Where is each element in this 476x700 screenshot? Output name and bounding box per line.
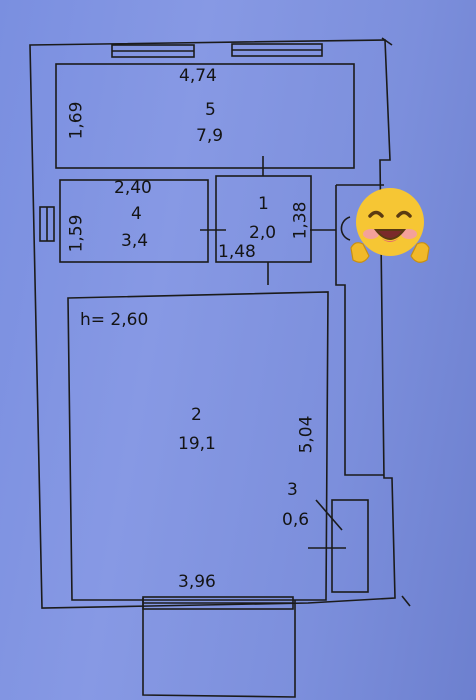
- room3-number: 3: [287, 480, 298, 500]
- room5-height-label: 1,69: [66, 101, 87, 140]
- ceiling-height-label: h= 2,60: [80, 310, 149, 330]
- room-2: [67, 291, 329, 601]
- outer-wall: [29, 39, 396, 609]
- smiling-face-with-open-hands-icon: [345, 182, 435, 272]
- room5-area: 7,9: [196, 126, 224, 146]
- room2-number: 2: [191, 405, 202, 425]
- room4-width-label: 2,40: [114, 178, 152, 198]
- room-4: [59, 179, 209, 263]
- room1-width-label: 1,48: [218, 242, 256, 262]
- room4-height-label: 1,59: [66, 214, 87, 253]
- room4-number: 4: [131, 204, 142, 224]
- room-3: [331, 499, 369, 593]
- room2-height-label: 5,04: [296, 415, 317, 454]
- room5-width-label: 4,74: [179, 66, 217, 86]
- room-5: [55, 63, 355, 169]
- room1-area: 2,0: [249, 223, 277, 243]
- room4-area: 3,4: [121, 231, 149, 251]
- room1-height-label: 1,38: [290, 201, 311, 240]
- room2-area: 19,1: [178, 434, 216, 454]
- room2-width-label: 3,96: [178, 572, 216, 592]
- room3-area: 0,6: [282, 510, 310, 530]
- room1-number: 1: [258, 194, 269, 214]
- balcony: [142, 598, 296, 698]
- room5-number: 5: [205, 100, 216, 120]
